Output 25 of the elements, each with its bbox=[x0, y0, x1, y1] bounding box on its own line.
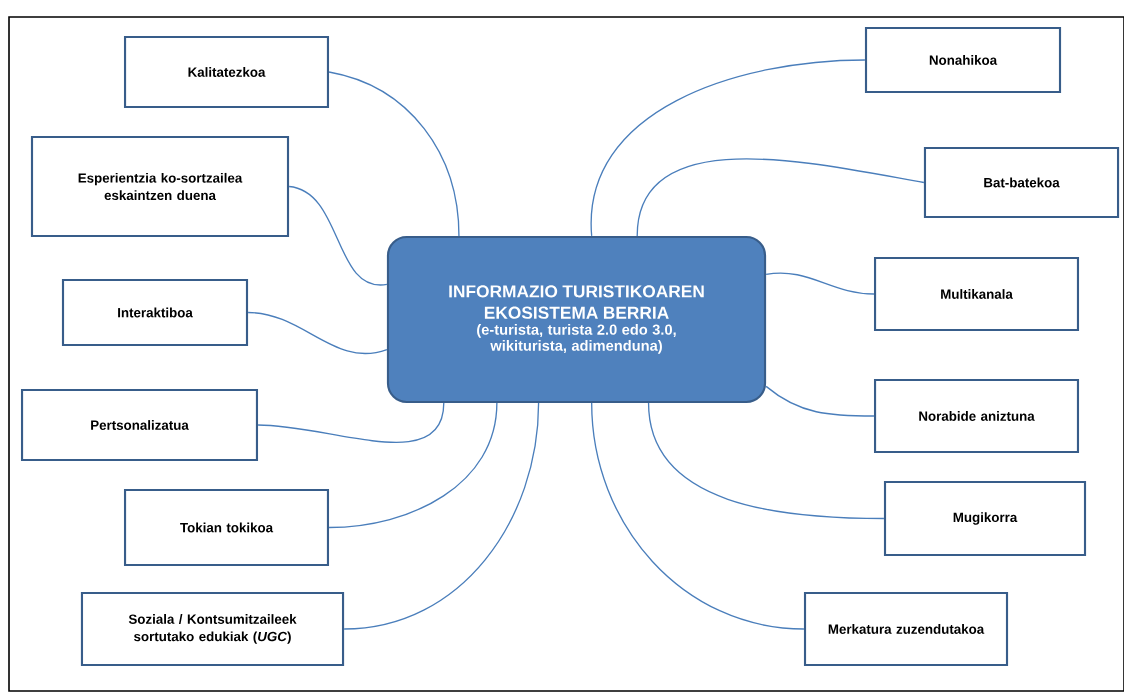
feature-box: Mugikorra bbox=[883, 480, 1087, 557]
connector bbox=[328, 71, 460, 237]
connector bbox=[765, 272, 875, 295]
connector bbox=[343, 402, 540, 630]
feature-box: Nonahikoa bbox=[864, 26, 1062, 94]
connector bbox=[591, 59, 866, 237]
connector bbox=[257, 402, 445, 444]
feature-box: Bat-batekoa bbox=[923, 146, 1120, 219]
feature-box: Soziala / Kontsumitzaileek sortutako edukiak (UGC) bbox=[80, 591, 345, 667]
feature-box: Merkatura zuzendutakoa bbox=[803, 591, 1009, 667]
feature-box: Interaktiboa bbox=[61, 278, 249, 347]
feature-box: Kalitatezkoa bbox=[123, 35, 330, 109]
feature-box: Pertsonalizatua bbox=[20, 388, 259, 462]
feature-box: Norabide aniztuna bbox=[873, 378, 1080, 454]
connector bbox=[636, 158, 925, 237]
connector bbox=[328, 402, 498, 529]
connector bbox=[765, 385, 875, 417]
connector bbox=[591, 402, 805, 630]
connector bbox=[288, 185, 388, 286]
feature-box: Tokian tokikoa bbox=[123, 488, 330, 567]
feature-box: Multikanala bbox=[873, 256, 1080, 332]
connector bbox=[247, 311, 388, 355]
connector bbox=[647, 402, 885, 520]
feature-box: Esperientzia ko-sortzailea eskaintzen duena bbox=[30, 135, 290, 238]
hub-box: INFORMAZIO TURISTIKOAREN EKOSISTEMA BERRIA (e-turista, turista 2.0 edo 3.0, wikiturista, adimenduna) bbox=[386, 235, 767, 404]
